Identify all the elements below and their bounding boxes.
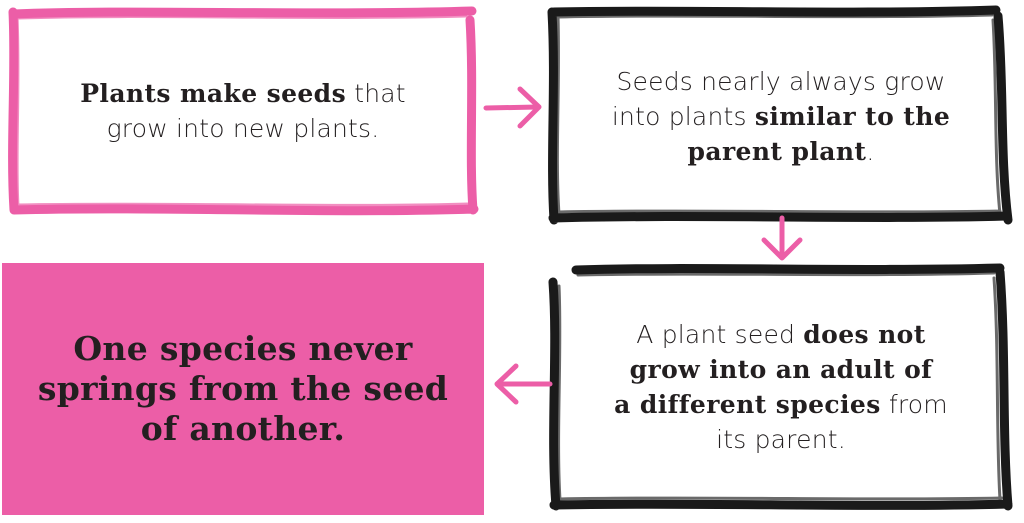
arrow-right-icon	[483, 86, 542, 129]
arrow-left-icon	[494, 363, 553, 405]
step1-pink-frame	[8, 6, 479, 216]
step1-text: Plants make seeds that grow into new pla…	[80, 79, 406, 143]
step3-box: A plant seed does not grow into an adult…	[548, 262, 1014, 512]
step1-box: Plants make seeds that grow into new pla…	[8, 6, 479, 216]
step2-text: Seeds nearly always grow into plants sim…	[611, 66, 951, 166]
conclusion-box: One species never springs from the seed …	[2, 263, 484, 515]
arrow-down-icon	[761, 215, 803, 261]
conclusion-text: One species never springs from the seed …	[37, 329, 449, 448]
step2-black-frame	[547, 5, 1013, 225]
step3-black-frame	[548, 263, 1013, 511]
step2-box: Seeds nearly always grow into plants sim…	[547, 5, 1014, 226]
step3-text: A plant seed does not grow into an adult…	[614, 320, 948, 454]
